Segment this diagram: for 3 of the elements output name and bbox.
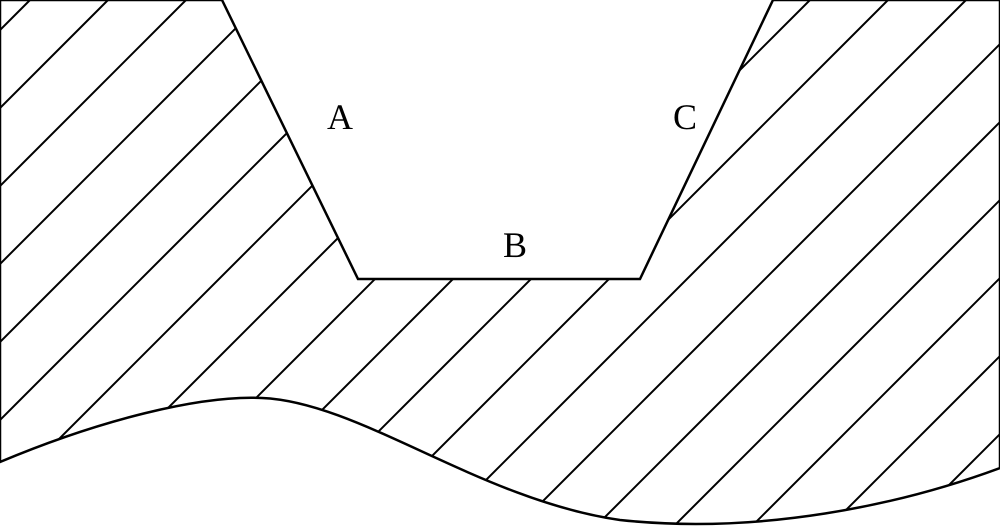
surface-label: B	[503, 227, 527, 263]
surface-label: C	[673, 99, 697, 135]
surface-label: A	[327, 99, 353, 135]
